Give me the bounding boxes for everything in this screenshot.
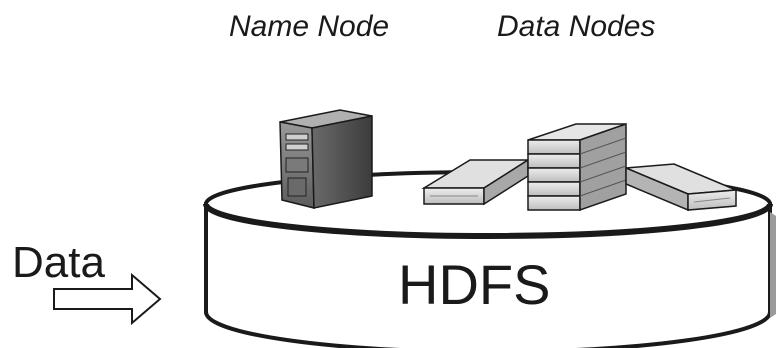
rack-server-icon	[421, 158, 531, 206]
input-data-label: Data	[12, 238, 105, 287]
rack-server-icon	[625, 163, 737, 212]
server-tower-icon	[279, 109, 373, 209]
right-arrow-icon	[53, 272, 162, 326]
data-nodes-label: Data Nodes	[497, 10, 656, 43]
name-node-label: Name Node	[229, 10, 390, 43]
hdfs-label: HDFS	[398, 253, 551, 316]
rack-server-icon	[527, 122, 627, 212]
